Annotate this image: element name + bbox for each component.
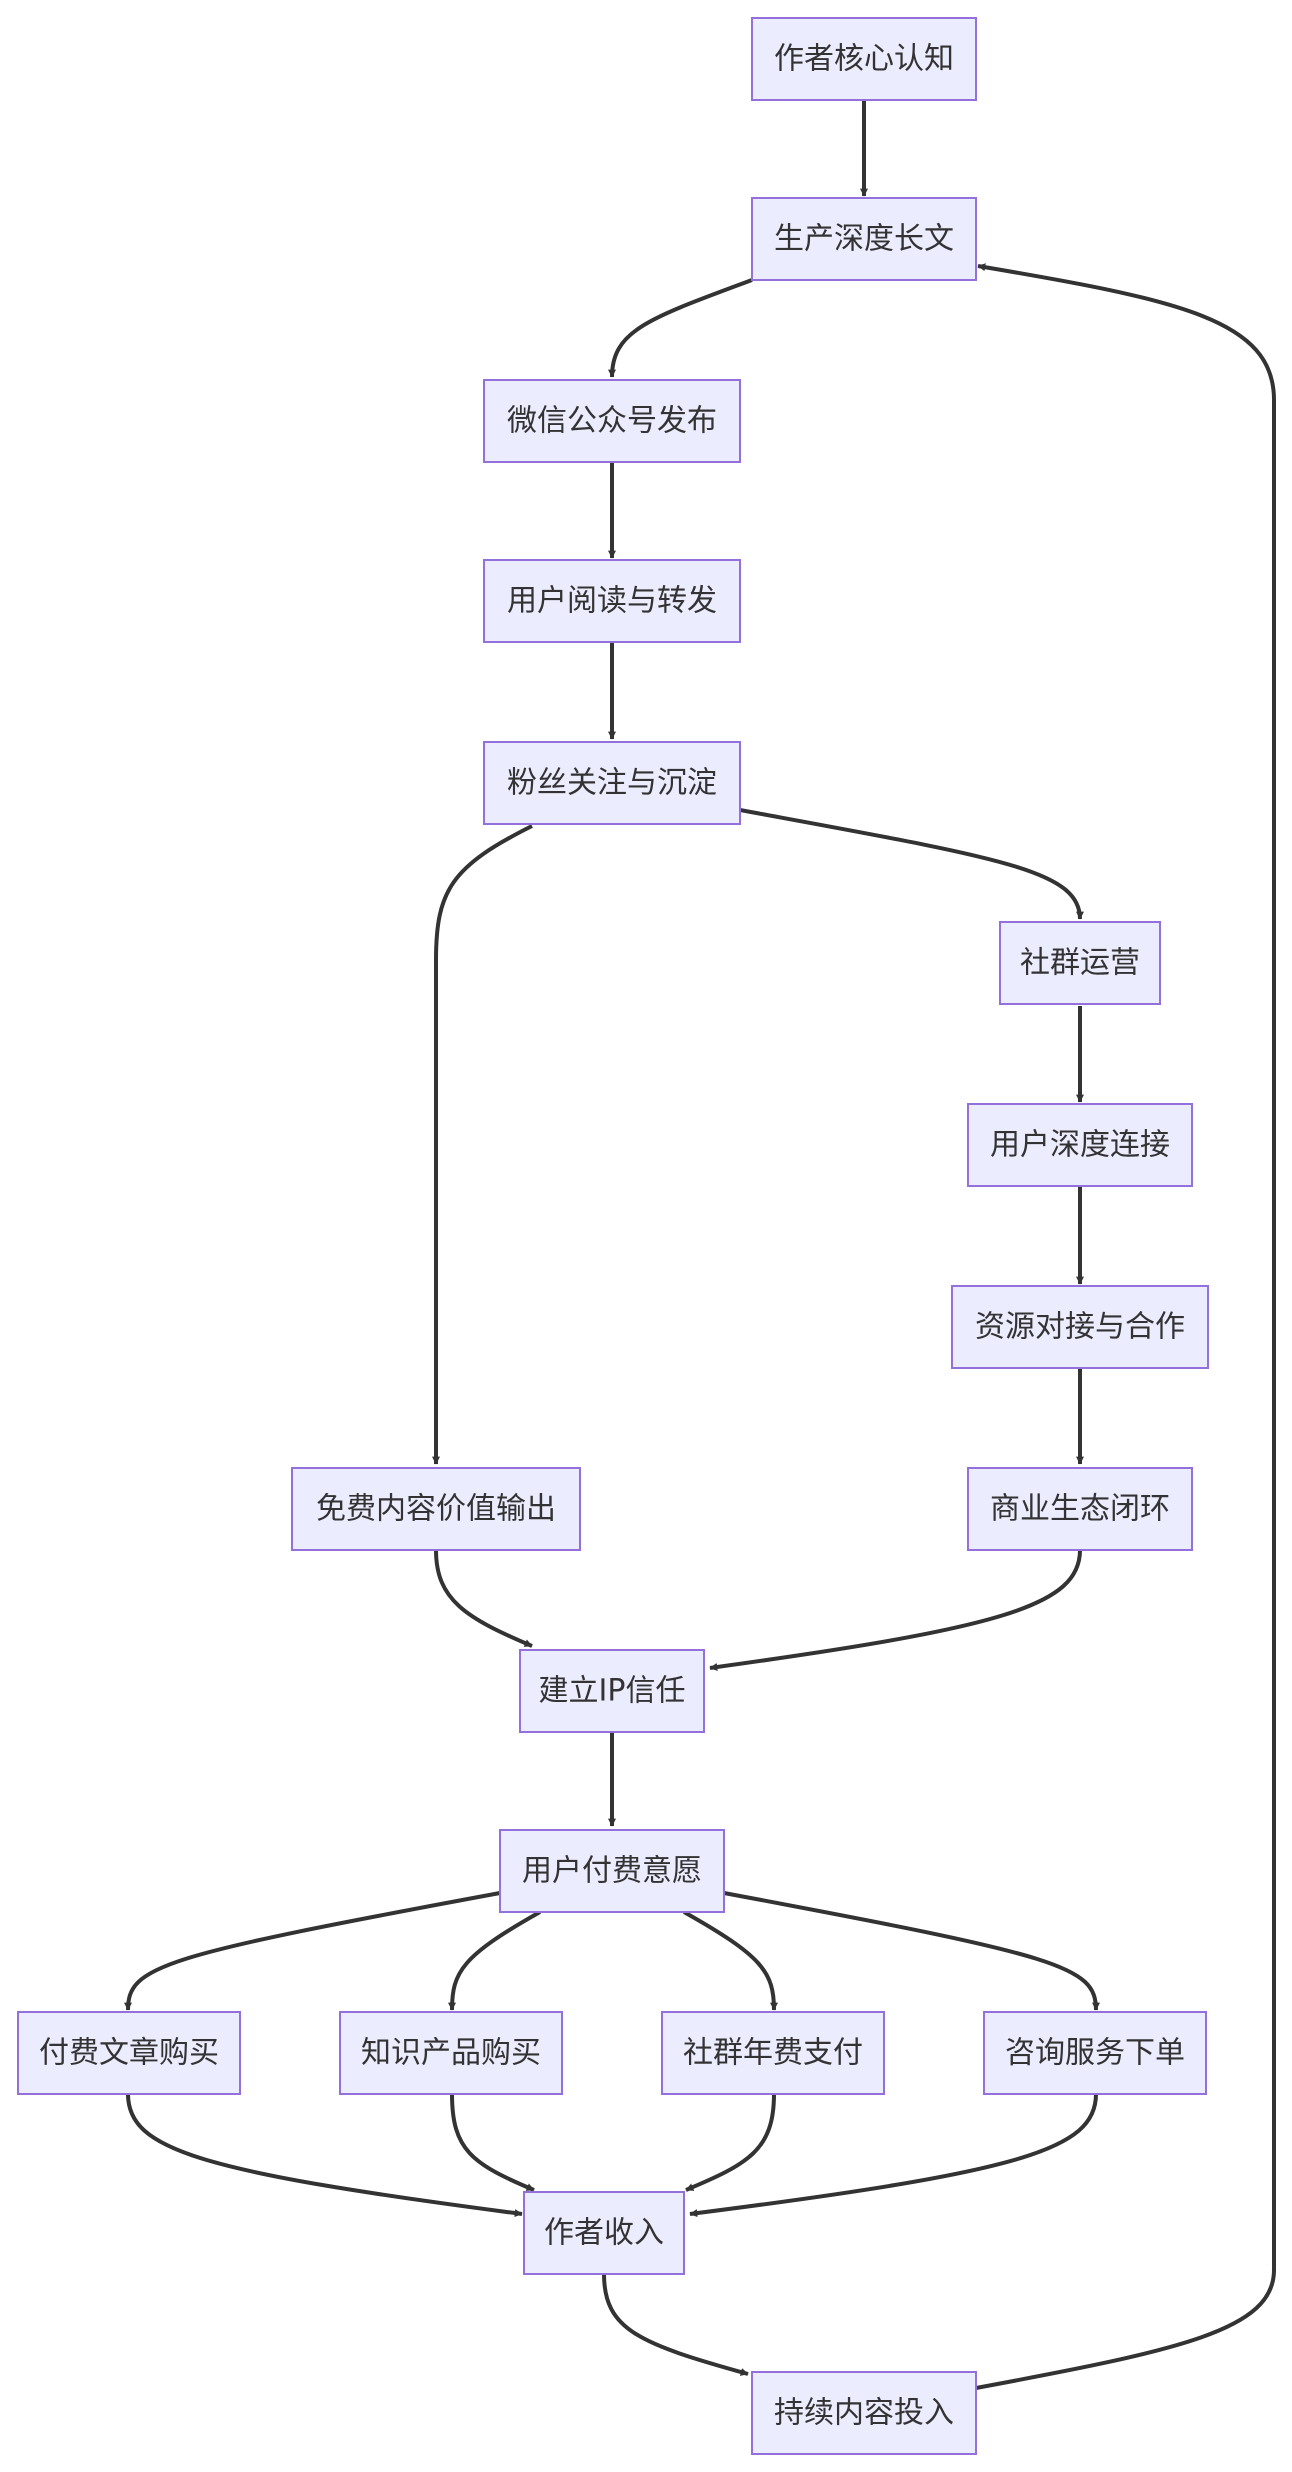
node-pay-willingness: 用户付费意愿 (499, 1829, 725, 1913)
edge-annual-income (685, 2093, 776, 2192)
edge-article-income (126, 2093, 523, 2218)
node-label: 商业生态闭环 (990, 1492, 1170, 1527)
node-core-cognition: 作者核心认知 (751, 17, 977, 101)
node-consult-order: 咨询服务下单 (983, 2011, 1207, 2095)
node-label: 建立IP信任 (539, 1674, 686, 1709)
node-deep-connection: 用户深度连接 (967, 1103, 1193, 1187)
edge-pay-annual (683, 1910, 778, 2011)
node-business-ecosystem: 商业生态闭环 (967, 1467, 1193, 1551)
edge-invest-produce (975, 263, 1276, 2390)
node-produce-longform: 生产深度长文 (751, 197, 977, 281)
node-label: 用户付费意愿 (522, 1854, 702, 1889)
node-fans-retention: 粉丝关注与沉淀 (483, 741, 741, 825)
edge-pay-article (124, 1891, 501, 2011)
node-label: 微信公众号发布 (507, 404, 717, 439)
edge-knowledge-income (450, 2093, 535, 2192)
edge-pay-consult (723, 1891, 1100, 2011)
edge-consult-income (689, 2093, 1098, 2218)
edge-fans-community (739, 808, 1084, 920)
node-continuous-investment: 持续内容投入 (751, 2371, 977, 2455)
node-label: 用户深度连接 (990, 1128, 1170, 1163)
node-label: 社群年费支付 (683, 2036, 863, 2071)
node-free-content: 免费内容价值输出 (291, 1467, 581, 1551)
edge-pay-knowledge (448, 1910, 541, 2011)
nodes: 作者核心认知 生产深度长文 微信公众号发布 用户阅读与转发 粉丝关注与沉淀 社群… (17, 17, 1209, 2455)
node-label: 知识产品购买 (361, 2036, 541, 2071)
node-annual-fee: 社群年费支付 (661, 2011, 885, 2095)
edges (124, 100, 1276, 2390)
node-wechat-publish: 微信公众号发布 (483, 379, 741, 463)
node-knowledge-product: 知识产品购买 (339, 2011, 563, 2095)
node-label: 粉丝关注与沉淀 (507, 766, 717, 801)
node-label: 付费文章购买 (39, 2036, 219, 2071)
node-community-ops: 社群运营 (999, 921, 1161, 1005)
node-label: 用户阅读与转发 (507, 584, 717, 619)
node-label: 咨询服务下单 (1005, 2036, 1185, 2071)
node-ip-trust: 建立IP信任 (519, 1649, 705, 1733)
node-paid-article: 付费文章购买 (17, 2011, 241, 2095)
node-resource-cooperation: 资源对接与合作 (951, 1285, 1209, 1369)
node-author-income: 作者收入 (523, 2191, 685, 2275)
edge-fans-free (432, 824, 533, 1465)
node-label: 作者收入 (544, 2216, 664, 2251)
edge-ecosystem-trust (709, 1549, 1082, 1671)
node-label: 作者核心认知 (774, 42, 954, 77)
edge-produce-publish (608, 278, 753, 378)
node-read-share: 用户阅读与转发 (483, 559, 741, 643)
edge-free-trust (434, 1549, 533, 1648)
node-label: 生产深度长文 (774, 222, 954, 257)
node-label: 持续内容投入 (774, 2396, 954, 2431)
node-label: 免费内容价值输出 (316, 1492, 556, 1527)
edge-income-invest (602, 2273, 749, 2376)
node-label: 资源对接与合作 (975, 1310, 1185, 1345)
node-label: 社群运营 (1020, 946, 1140, 981)
